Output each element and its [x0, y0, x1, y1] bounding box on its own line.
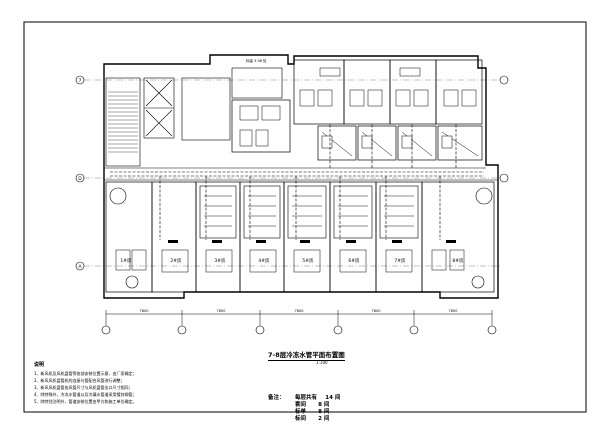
notes-title: 说明: [34, 362, 45, 368]
stat-name: 每层共有: [295, 395, 318, 401]
stats-label: 备注：: [268, 395, 285, 401]
stair-treads: [108, 91, 138, 153]
dimension-value: 7800: [217, 309, 226, 313]
room-label: 6#房: [348, 257, 360, 264]
note-item: 2、新风风机盘管机的连接与管配合风管进行调整；: [34, 378, 125, 383]
stat-name: 套间: [295, 402, 307, 408]
axis-text: 7 D A: [78, 78, 82, 270]
axis-bubbles-bottom: [101, 325, 497, 335]
stat-unit: 间: [323, 409, 330, 415]
round-tables: [109, 187, 493, 289]
axis-lines: [84, 79, 500, 267]
stat-row: 每层共有 14 间: [295, 395, 341, 402]
room-label: 7#房: [394, 257, 406, 264]
lower-bathrooms: [199, 185, 419, 239]
stat-count: 8: [318, 409, 322, 415]
room-label: 1#房: [120, 257, 132, 264]
note-item: 4、除特殊外，冷冻水管道以及冷凝水管道采用镀锌钢管；: [34, 392, 137, 397]
stat-row: 标间 2 间: [295, 416, 330, 423]
elevation-note: 标高 3.58 处: [246, 58, 267, 63]
drawing-title: 7-8层冷冻水管平面布置图: [268, 351, 345, 361]
note-item: 1、新风机及风机盘管等各部安装位置示意，由厂家确定；: [34, 371, 137, 376]
lower-rooms: [105, 181, 495, 293]
axis-label-top: 7: [79, 78, 82, 84]
room-label: 2#房: [170, 257, 182, 264]
axis-bubbles-right: [499, 75, 509, 183]
room-label: 4#房: [258, 257, 270, 264]
stat-unit: 间: [323, 402, 330, 408]
note-item: 5、除特别注明外，管道安装位置由甲方和施工单位确定。: [34, 399, 137, 404]
stat-name: 标间: [295, 416, 307, 422]
stat-name: 标单: [295, 409, 307, 415]
dimension-value: 7800: [295, 309, 304, 313]
upper-furniture: [239, 67, 479, 157]
dimension-value: 7800: [449, 309, 458, 313]
room-labels: 1#房 2#房 3#房 4#房 5#房 6#房 7#房 8#房: [120, 257, 464, 264]
stat-count: 14: [325, 395, 333, 401]
axis-label-mid: D: [78, 176, 82, 182]
axis-label-bottom: A: [78, 264, 82, 270]
dimension-line: [105, 310, 493, 326]
stat-count: 2: [318, 416, 322, 422]
bathroom-fixtures: [204, 195, 414, 227]
fan-coil-units: [168, 240, 456, 243]
corridor: [104, 167, 498, 181]
stat-unit: 间: [334, 395, 341, 401]
dimension-value: 7800: [372, 309, 381, 313]
lower-beds: [115, 249, 465, 273]
building-outline: [103, 54, 499, 299]
upper-rooms: [231, 59, 483, 161]
upper-bathrooms: [239, 129, 453, 149]
axis-bubbles-left: [75, 75, 85, 271]
stat-row: 标单 8 间: [295, 409, 330, 416]
room-label: 3#房: [214, 257, 226, 264]
sheet-border: [23, 21, 587, 413]
stat-count: 8: [318, 402, 322, 408]
core-block: [105, 67, 283, 167]
dimension-value: 7800: [140, 309, 149, 313]
drawing-scale: 1:100: [316, 360, 328, 365]
room-label: 5#房: [302, 257, 314, 264]
room-label: 8#房: [452, 257, 464, 264]
dimension-text: 7800 7800 7800 7800 7800: [140, 309, 458, 313]
note-item: 3、新风风机盘管由风管尺寸与风机盘管出口尺寸相同；: [34, 385, 133, 390]
stat-row: 套间 8 间: [295, 402, 330, 409]
stat-unit: 间: [323, 416, 330, 422]
chilled-water-pipes: [110, 124, 484, 240]
